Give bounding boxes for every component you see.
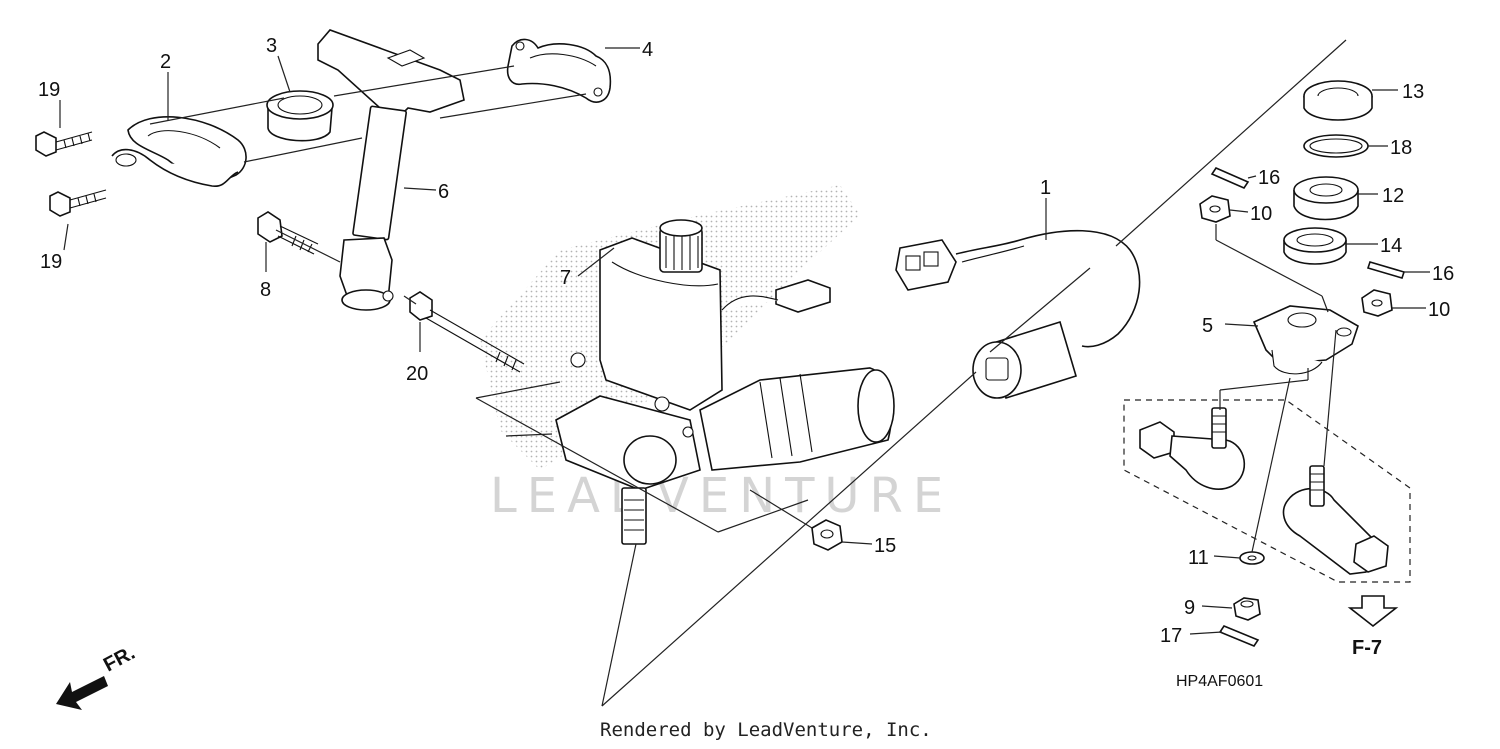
part-20-long-bolt[interactable] [409, 291, 525, 373]
part-19-bolt-upper[interactable] [35, 131, 93, 157]
part-6-steering-shaft[interactable] [317, 29, 465, 311]
part-10-nut-lower[interactable] [1361, 289, 1393, 317]
part-16-cotter-pin-lower[interactable] [1366, 261, 1406, 279]
callout-1[interactable]: 1 [1040, 177, 1051, 199]
leader-lines [59, 39, 1430, 707]
callout-2[interactable]: 2 [160, 51, 171, 73]
callout-16-lower[interactable]: 16 [1432, 263, 1454, 285]
part-10-nut-upper[interactable] [1199, 195, 1231, 223]
tie-rod-end-group[interactable] [1123, 399, 1411, 583]
callout-14[interactable]: 14 [1380, 235, 1402, 257]
reference-link-f7[interactable]: F-7 [1347, 595, 1399, 659]
callout-6[interactable]: 6 [438, 181, 449, 203]
part-18-snap-ring[interactable] [1303, 134, 1369, 158]
callout-19-lower[interactable]: 19 [40, 251, 62, 273]
part-5-steering-arm[interactable] [1252, 305, 1359, 375]
part-13-oil-seal[interactable] [1303, 80, 1373, 121]
credit-text: Rendered by LeadVenture, Inc. [600, 719, 932, 741]
callout-20[interactable]: 20 [406, 363, 428, 385]
part-8-bolt[interactable] [257, 211, 319, 255]
part-15-nut[interactable] [811, 519, 843, 551]
part-9-castle-nut[interactable] [1233, 597, 1261, 621]
part-17-cotter-pin[interactable] [1218, 625, 1260, 647]
callout-4[interactable]: 4 [642, 39, 653, 61]
callout-9[interactable]: 9 [1184, 597, 1195, 619]
part-1-sensor-harness[interactable] [895, 229, 1141, 400]
part-7-eps-motor-unit[interactable] [555, 219, 895, 545]
front-arrow-icon [56, 676, 108, 710]
callout-8[interactable]: 8 [260, 279, 271, 301]
diagram-code: HP4AF0601 [1176, 673, 1263, 690]
part-19-bolt-lower[interactable] [49, 189, 107, 217]
part-12-bearing[interactable] [1293, 176, 1359, 221]
callout-7[interactable]: 7 [560, 267, 571, 289]
part-11-washer[interactable] [1239, 551, 1265, 565]
reference-label[interactable]: F-7 [1352, 637, 1382, 659]
callout-5[interactable]: 5 [1202, 315, 1213, 337]
callout-15[interactable]: 15 [874, 535, 896, 557]
callout-12[interactable]: 12 [1382, 185, 1404, 207]
part-16-cotter-pin-upper[interactable] [1210, 166, 1250, 190]
callouts: 1 2 3 4 5 6 7 8 9 10 10 11 12 13 14 15 1… [38, 35, 1454, 647]
callout-17[interactable]: 17 [1160, 625, 1182, 647]
callout-11[interactable]: 11 [1188, 547, 1209, 569]
callout-10-upper[interactable]: 10 [1250, 203, 1272, 225]
callout-19-upper[interactable]: 19 [38, 79, 60, 101]
callout-16-upper[interactable]: 16 [1258, 167, 1280, 189]
down-arrow-icon [1347, 595, 1399, 628]
callout-3[interactable]: 3 [266, 35, 277, 57]
callout-18[interactable]: 18 [1390, 137, 1412, 159]
part-3-seal[interactable] [266, 90, 334, 142]
part-14-seal[interactable] [1283, 227, 1347, 265]
front-label: FR. [100, 642, 139, 677]
part-4-holder[interactable] [506, 38, 612, 103]
callout-10-lower[interactable]: 10 [1428, 299, 1450, 321]
front-direction-indicator: FR. [56, 642, 139, 710]
part-2-bracket[interactable] [111, 116, 247, 187]
watermark-text: LEADVENTURE [490, 468, 953, 524]
callout-13[interactable]: 13 [1402, 81, 1424, 103]
